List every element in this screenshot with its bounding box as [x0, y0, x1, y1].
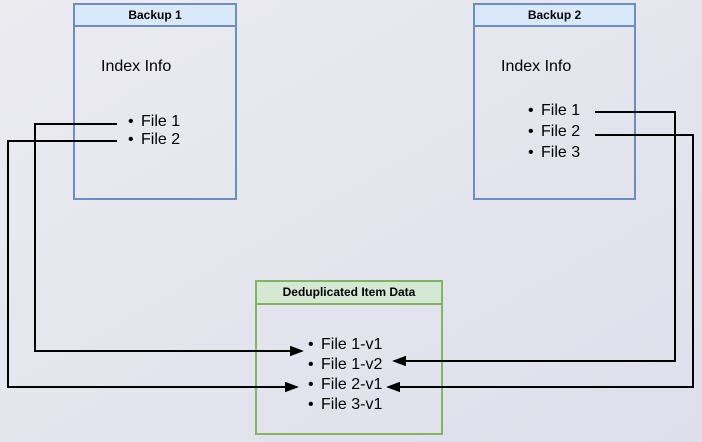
- bullet-icon: •: [528, 144, 534, 161]
- bullet-icon: •: [128, 113, 134, 130]
- bullet-icon: •: [308, 396, 314, 413]
- list-item-label: File 3: [541, 144, 581, 161]
- list-item: • File 2-v1: [308, 375, 382, 395]
- list-item: • File 1-v1: [308, 335, 382, 355]
- bullet-icon: •: [528, 102, 534, 119]
- dedup-title: Deduplicated Item Data: [257, 282, 441, 305]
- list-item-label: File 2-v1: [321, 376, 383, 393]
- bullet-icon: •: [308, 336, 314, 353]
- backup1-box: Backup 1 Index Info • File 1 • File 2: [73, 3, 237, 200]
- list-item: • File 1-v2: [308, 355, 382, 375]
- list-item-label: File 1-v2: [321, 356, 383, 373]
- backup2-box: Backup 2 Index Info • File 1 • File 2 • Fil…: [473, 3, 636, 200]
- bullet-icon: •: [528, 123, 534, 140]
- list-item: • File 3-v1: [308, 395, 382, 415]
- list-item-label: File 2: [541, 123, 581, 140]
- list-item-label: File 1: [141, 113, 181, 130]
- list-item-label: File 1-v1: [321, 336, 383, 353]
- list-item-label: File 1: [541, 102, 581, 119]
- list-item: • File 2: [528, 121, 580, 142]
- backup2-index-info-label: Index Info: [501, 58, 572, 75]
- list-item: • File 1: [528, 100, 580, 121]
- list-item: • File 1: [128, 113, 180, 131]
- list-item: • File 2: [128, 131, 180, 149]
- backup2-title: Backup 2: [475, 5, 634, 27]
- list-item-label: File 3-v1: [321, 396, 383, 413]
- dedup-file-list: • File 1-v1 • File 1-v2 • File 2-v1 • File 3…: [308, 335, 382, 415]
- backup1-file-list: • File 1 • File 2: [128, 113, 180, 149]
- backup2-file-list: • File 1 • File 2 • File 3: [528, 100, 580, 163]
- backup1-index-info-label: Index Info: [101, 58, 172, 75]
- list-item: • File 3: [528, 142, 580, 163]
- dedup-box: Deduplicated Item Data • File 1-v1 • File …: [255, 280, 443, 435]
- bullet-icon: •: [308, 376, 314, 393]
- bullet-icon: •: [128, 131, 134, 148]
- backup1-title: Backup 1: [75, 5, 235, 27]
- bullet-icon: •: [308, 356, 314, 373]
- list-item-label: File 2: [141, 131, 181, 148]
